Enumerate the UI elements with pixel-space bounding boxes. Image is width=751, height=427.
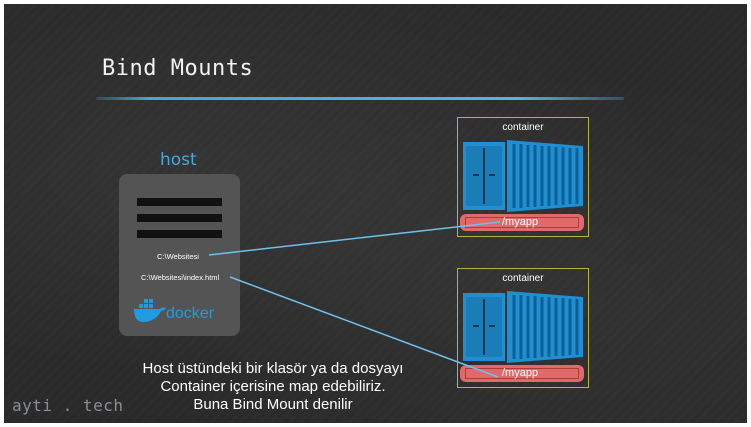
container-label: container [502,273,544,284]
brand-logo: ayti . tech [12,396,124,415]
mapping-lines [208,221,501,378]
host-folder-path: C:\Websitesi [157,252,199,261]
mount-path-frame [465,368,579,379]
mount-path-label: /myapp [502,367,539,379]
slide-title: Bind Mounts [102,56,254,81]
file-mapping-line [229,276,499,378]
docker-whale-icon [134,299,166,322]
host-bar [137,214,222,222]
host-machine: C:\Websitesi C:\Websitesi\index.html doc… [119,174,240,336]
caption-line-3: Buna Bind Mount denilir [193,396,353,413]
caption-line-2: Container içerisine map edebiliriz. [160,378,386,395]
container-box-2: container /myapp [457,268,589,388]
docker-logo-text: docker [166,305,215,322]
title-underline [96,97,624,100]
mount-path-label: /myapp [502,216,539,228]
caption: Host üstündeki bir klasör ya da dosyayı … [108,360,438,414]
host-file-path: C:\Websitesi\index.html [141,273,220,282]
container-box-1: container /myapp [457,117,589,237]
folder-mapping-line [208,221,501,256]
caption-line-1: Host üstündeki bir klasör ya da dosyayı [142,360,404,377]
host-bar [137,230,222,238]
mount-path-bar: /myapp [460,214,584,231]
host-bar [137,198,222,206]
mount-path-bar: /myapp [460,365,584,382]
container-label: container [502,122,544,133]
shipping-container-icon [463,140,583,212]
host-label: host [160,150,197,170]
shipping-container-icon [463,291,583,363]
mount-path-frame [465,217,579,228]
slide: Bind Mounts host C:\Websitesi C:\Website… [4,4,747,423]
